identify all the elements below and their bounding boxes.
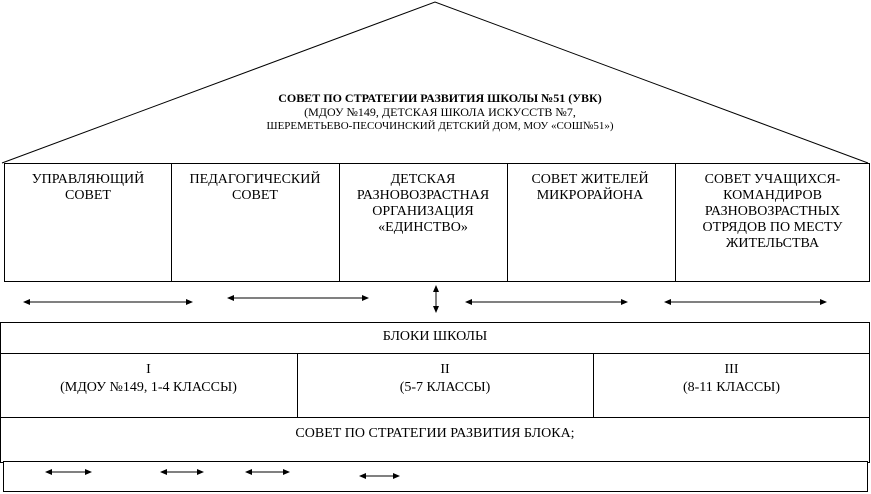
block-3-desc: (8-11 КЛАССЫ)	[682, 380, 781, 395]
council-managing: УПРАВЛЯЮЩИЙ СОВЕТ	[31, 172, 145, 203]
blocks-header: БЛОКИ ШКОЛЫ	[382, 329, 488, 344]
block-1-number: I	[146, 362, 151, 377]
council-children-organization: ДЕТСКАЯ РАЗНОВОЗРАСТНАЯ ОРГАНИЗАЦИЯ «ЕДИ…	[356, 172, 490, 235]
double-arrows-row	[23, 285, 827, 313]
roof-subtitle-line-2: ШЕРЕМЕТЬЕВО-ПЕСОЧИНСКИЙ ДЕТСКИЙ ДОМ, МОУ…	[266, 120, 614, 132]
council-student-commanders: СОВЕТ УЧАЩИХСЯ-КОМАНДИРОВ РАЗНОВОЗРАСТНЫ…	[702, 172, 843, 251]
block-strategy-council: СОВЕТ ПО СТРАТЕГИИ РАЗВИТИЯ БЛОКА;	[295, 426, 575, 441]
block-2-desc: (5-7 КЛАССЫ)	[399, 380, 491, 395]
roof-title: СОВЕТ ПО СТРАТЕГИИ РАЗВИТИЯ ШКОЛЫ №51 (У…	[278, 91, 602, 105]
council-residents: СОВЕТ ЖИТЕЛЕЙ МИКРОРАЙОНА	[531, 172, 649, 203]
block-1-desc: (МДОУ №149, 1-4 КЛАССЫ)	[60, 380, 237, 395]
council-pedagogical: ПЕДАГОГИЧЕСКИЙ СОВЕТ	[189, 172, 321, 203]
councils-row-frame	[4, 163, 870, 282]
roof-triangle	[1, 1, 869, 164]
bottom-box	[3, 461, 868, 492]
roof-subtitle-line-1: (МДОУ №149, ДЕТСКАЯ ШКОЛА ИСКУССТВ №7,	[304, 105, 576, 119]
block-2-number: II	[440, 362, 450, 377]
block-3-number: III	[724, 362, 739, 377]
